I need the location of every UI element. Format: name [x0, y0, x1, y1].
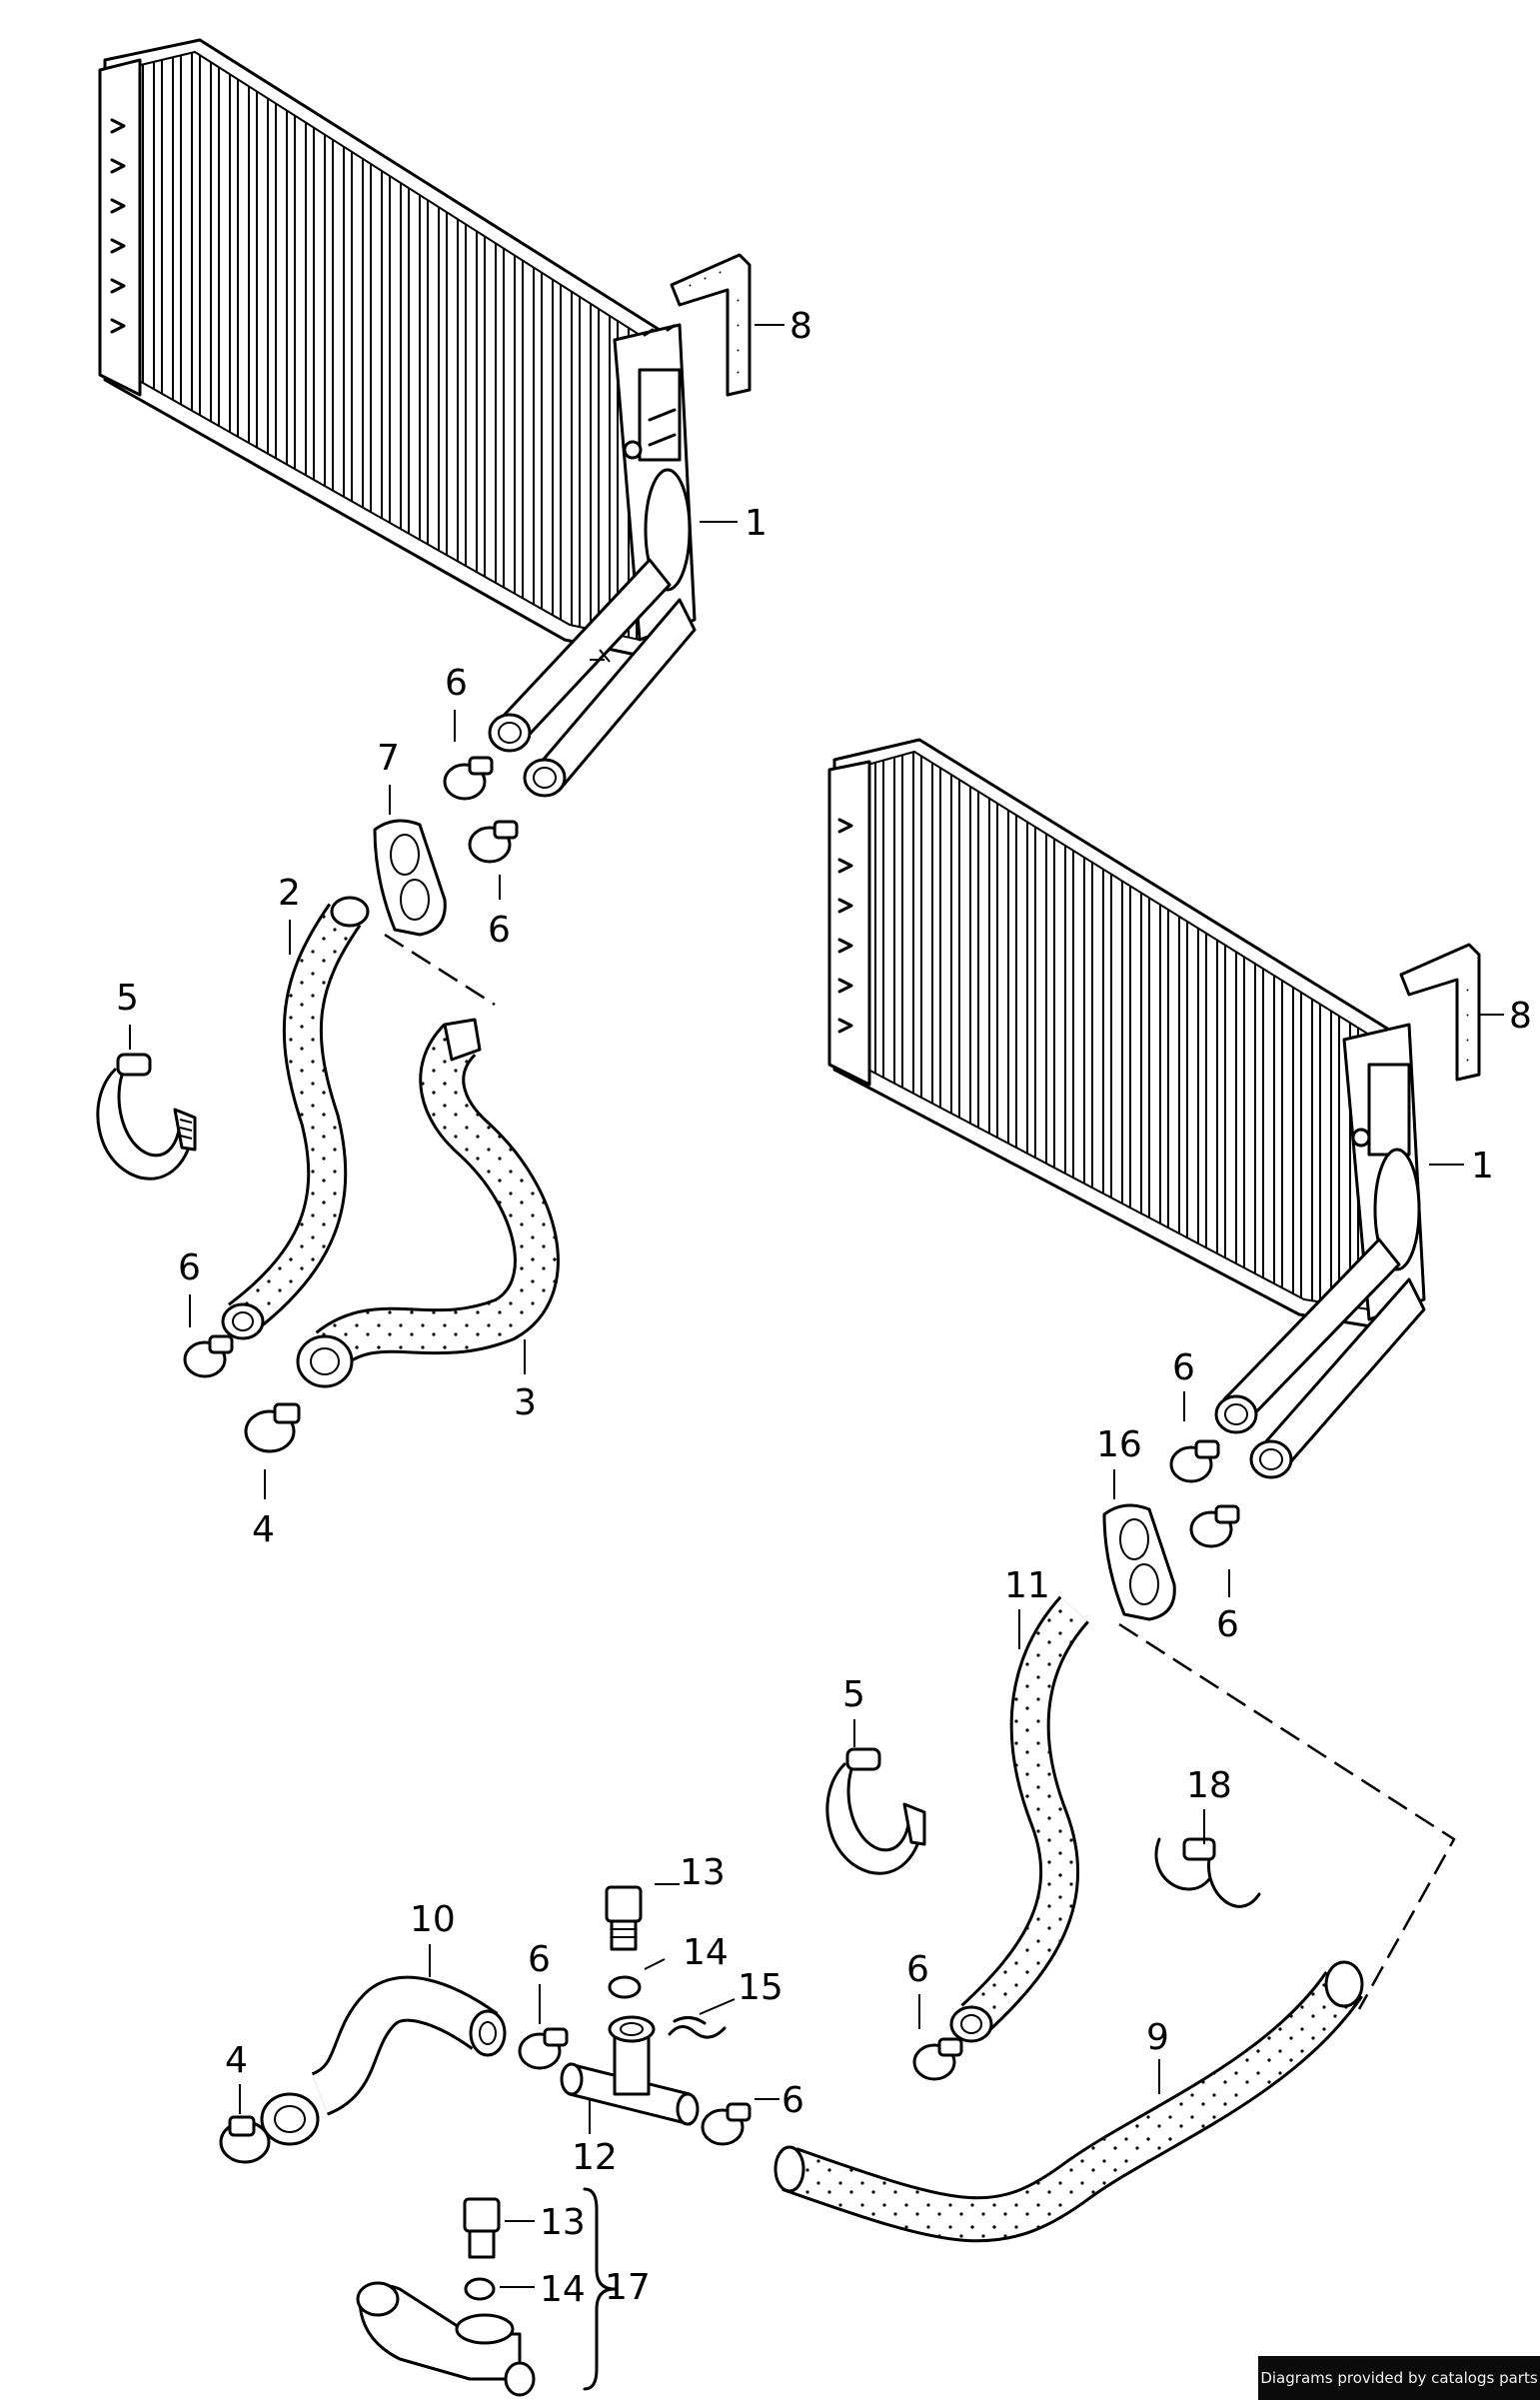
- valve-assembly-17: [356, 2187, 617, 2397]
- t-connector-12: [560, 2015, 700, 2126]
- callout-6: 6: [906, 1949, 929, 1990]
- callout-13: 13: [680, 1852, 726, 1893]
- callout-8: 8: [1509, 996, 1532, 1037]
- heater-core-lower: [827, 738, 1426, 1479]
- heater-core-upper: [98, 38, 697, 798]
- clamp-6-f: [912, 2037, 963, 2081]
- hose-2: [221, 896, 370, 1340]
- callout-7: 7: [377, 738, 400, 779]
- hose-11: [949, 1595, 1090, 2043]
- callout-4: 4: [252, 1509, 275, 1550]
- sensor-13-upper: [605, 1885, 643, 1951]
- clamp-6-b: [468, 820, 519, 864]
- callout-5: 5: [842, 1674, 865, 1715]
- washer-14-upper: [608, 1975, 642, 1999]
- callout-10: 10: [410, 1899, 456, 1940]
- clamp-6-g: [518, 2027, 569, 2070]
- callout-18: 18: [1186, 1765, 1232, 1806]
- callout-5: 5: [116, 978, 139, 1019]
- callout-15: 15: [738, 1967, 783, 2008]
- clamp-6-c: [183, 1334, 234, 1378]
- callout-17: 17: [605, 2267, 651, 2308]
- leader-lines: [129, 324, 1504, 2288]
- callout-12: 12: [572, 2137, 618, 2178]
- callout-6: 6: [1172, 1347, 1195, 1388]
- callout-16: 16: [1096, 1424, 1142, 1465]
- gasket-7: [373, 819, 447, 937]
- callout-2: 2: [278, 873, 301, 914]
- callout-14: 14: [540, 2269, 586, 2310]
- callout-3: 3: [514, 1382, 537, 1423]
- clip-15: [668, 2016, 727, 2039]
- callout-1: 1: [1471, 1146, 1494, 1187]
- callout-4: 4: [225, 2040, 248, 2081]
- clip-5-upper: [96, 1053, 197, 1181]
- callout-6: 6: [528, 1939, 551, 1980]
- callout-14: 14: [683, 1932, 729, 1973]
- callout-6: 6: [178, 1247, 201, 1288]
- bracket-8-lower: [1399, 943, 1481, 1082]
- clip-18: [1154, 1837, 1261, 1908]
- hose-3: [296, 1018, 560, 1388]
- callout-6: 6: [445, 663, 468, 704]
- callout-13: 13: [540, 2202, 586, 2243]
- hose-9: [773, 1960, 1364, 2243]
- callout-9: 9: [1146, 2017, 1169, 2058]
- clamp-4-upper: [244, 1402, 301, 1453]
- clamp-6-d: [1169, 1439, 1220, 1483]
- callout-6: 6: [1216, 1604, 1239, 1645]
- clamp-6-h: [701, 2102, 752, 2146]
- callout-labels: 8 1 6 7 6 2 5 6 3 4 8 1 6 16 6 11 5 18 1…: [116, 306, 1532, 2310]
- credit-badge: Diagrams provided by catalogs parts: [1258, 2356, 1540, 2400]
- clamp-4-lower: [219, 2115, 271, 2164]
- gasket-16: [1102, 1503, 1176, 1621]
- callout-11: 11: [1004, 1565, 1050, 1606]
- hose-10: [260, 1975, 507, 2146]
- clamp-6-e: [1189, 1504, 1240, 1548]
- bracket-8-upper: [670, 253, 752, 397]
- callout-6: 6: [488, 910, 511, 951]
- clamp-6-a: [443, 756, 494, 801]
- callout-8: 8: [789, 306, 812, 347]
- callout-1: 1: [745, 503, 768, 544]
- clip-5-lower: [825, 1747, 926, 1875]
- callout-6: 6: [781, 2080, 804, 2121]
